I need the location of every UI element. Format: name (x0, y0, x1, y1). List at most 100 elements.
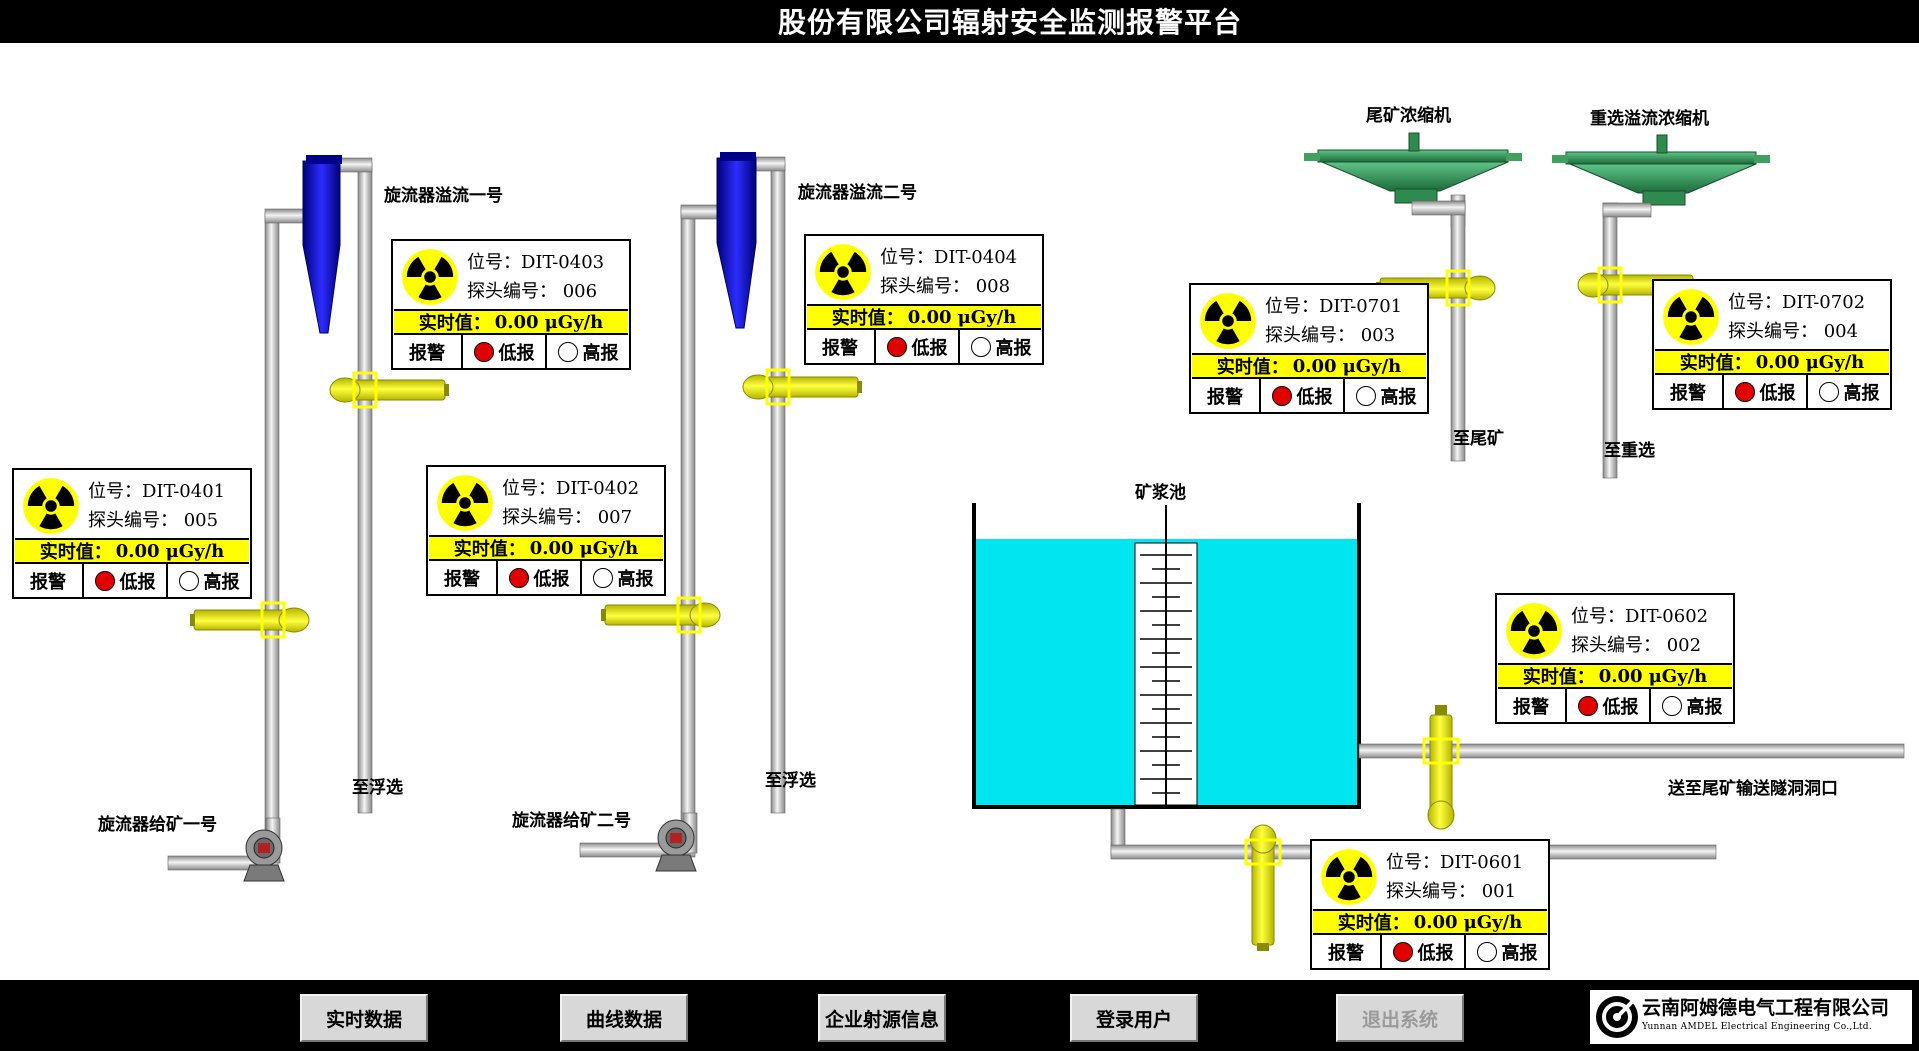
unit: μGy/h (1342, 355, 1402, 377)
label-to-flotation-2: 至浮选 (765, 771, 816, 791)
low-alarm: 低报 (876, 330, 960, 363)
position-label: 位号：DIT-0601 (1386, 852, 1524, 873)
position-label: 位号：DIT-0701 (1265, 296, 1403, 317)
probe-label: 探头编号： 001 (1386, 881, 1517, 902)
alarm-row: 报警 低报 高报 (1497, 689, 1733, 722)
label-cyclone-overflow-1: 旋流器溢流一号 (384, 186, 503, 206)
radiation-icon (1506, 603, 1562, 659)
low-alarm-indicator (886, 336, 907, 357)
high-alarm-indicator (1476, 941, 1497, 962)
alarm-row: 报警 低报 高报 (393, 335, 629, 368)
alarm-row: 报警 低报 高报 (1312, 935, 1548, 968)
realtime-value: 0.00 (529, 537, 574, 559)
position-value: DIT-0402 (556, 478, 640, 499)
radiation-icon (815, 244, 871, 300)
alarm-label: 报警 (1191, 379, 1261, 412)
position-value: DIT-0702 (1782, 292, 1866, 313)
low-alarm: 低报 (463, 335, 547, 368)
process-diagram: 旋流器溢流一号 旋流器溢流二号 至浮选 至浮选 旋流器给矿一号 旋流器给矿二号 … (0, 43, 1919, 980)
unit: μGy/h (1648, 665, 1708, 687)
radiation-icon (1200, 293, 1256, 349)
high-alarm-indicator (178, 570, 199, 591)
probe-value: 003 (1360, 325, 1396, 346)
radiation-icon (402, 249, 458, 305)
low-alarm: 低报 (1261, 379, 1345, 412)
alarm-label: 报警 (1654, 375, 1724, 408)
position-label: 位号：DIT-0402 (502, 478, 640, 499)
high-alarm-indicator (557, 341, 578, 362)
low-alarm: 低报 (1567, 689, 1651, 722)
alarm-label: 报警 (1497, 689, 1567, 722)
label-slurry-tank: 矿浆池 (1135, 483, 1186, 503)
pump-1 (243, 829, 285, 882)
position-label: 位号：DIT-0404 (880, 247, 1018, 268)
curve-data-button[interactable]: 曲线数据 (560, 994, 688, 1042)
realtime-value: 0.00 (907, 306, 952, 328)
unit: μGy/h (165, 540, 225, 562)
probe-label: 探头编号： 005 (88, 510, 219, 531)
realtime-value: 0.00 (115, 540, 160, 562)
probe-value: 004 (1823, 321, 1859, 342)
login-user-button[interactable]: 登录用户 (1070, 994, 1198, 1042)
position-label: 位号：DIT-0602 (1571, 606, 1709, 627)
label-tailings-thickener: 尾矿浓缩机 (1366, 106, 1451, 126)
realtime-value: 0.00 (1292, 355, 1337, 377)
high-alarm: 高报 (1345, 379, 1427, 412)
position-value: DIT-0403 (521, 252, 605, 273)
position-value: DIT-0601 (1440, 852, 1524, 873)
high-alarm: 高报 (960, 330, 1042, 363)
low-alarm-indicator (1271, 385, 1292, 406)
position-value: DIT-0404 (934, 247, 1018, 268)
high-alarm: 高报 (1466, 935, 1548, 968)
label-to-reselect: 至重选 (1604, 441, 1655, 461)
exit-system-button[interactable]: 退出系统 (1336, 994, 1464, 1042)
alarm-label: 报警 (14, 564, 84, 597)
radiation-icon (1321, 849, 1377, 905)
vertical-detector-0601 (1244, 824, 1282, 951)
company-logo-icon (1596, 996, 1638, 1038)
unit: μGy/h (579, 537, 639, 559)
label-to-flotation-1: 至浮选 (352, 778, 403, 798)
low-alarm-indicator (508, 567, 529, 588)
probe-value: 006 (562, 281, 598, 302)
probe-value: 007 (597, 507, 633, 528)
low-alarm-indicator (1577, 695, 1598, 716)
label-cyclone-feed-1: 旋流器给矿一号 (98, 815, 217, 835)
radiation-icon (23, 478, 79, 534)
high-alarm: 高报 (547, 335, 629, 368)
low-alarm: 低报 (1724, 375, 1808, 408)
source-info-button[interactable]: 企业射源信息 (818, 994, 946, 1042)
alarm-label: 报警 (428, 561, 498, 594)
probe-label: 探头编号： 006 (467, 281, 598, 302)
high-alarm: 高报 (168, 564, 250, 597)
vertical-detector-0602 (1422, 705, 1460, 830)
alarm-row: 报警 低报 高报 (1654, 375, 1890, 408)
high-alarm-indicator (1661, 695, 1682, 716)
alarm-label: 报警 (1312, 935, 1382, 968)
alarm-row: 报警 低报 高报 (806, 330, 1042, 363)
alarm-label: 报警 (806, 330, 876, 363)
realtime-data-button[interactable]: 实时数据 (300, 994, 428, 1042)
probe-label: 探头编号： 003 (1265, 325, 1396, 346)
tailings-thickener (1304, 132, 1522, 462)
position-value: DIT-0401 (142, 481, 226, 502)
alarm-row: 报警 低报 高报 (1191, 379, 1427, 412)
high-alarm: 高报 (1651, 689, 1733, 722)
reselect-thickener (1552, 134, 1770, 479)
probe-value: 005 (183, 510, 219, 531)
